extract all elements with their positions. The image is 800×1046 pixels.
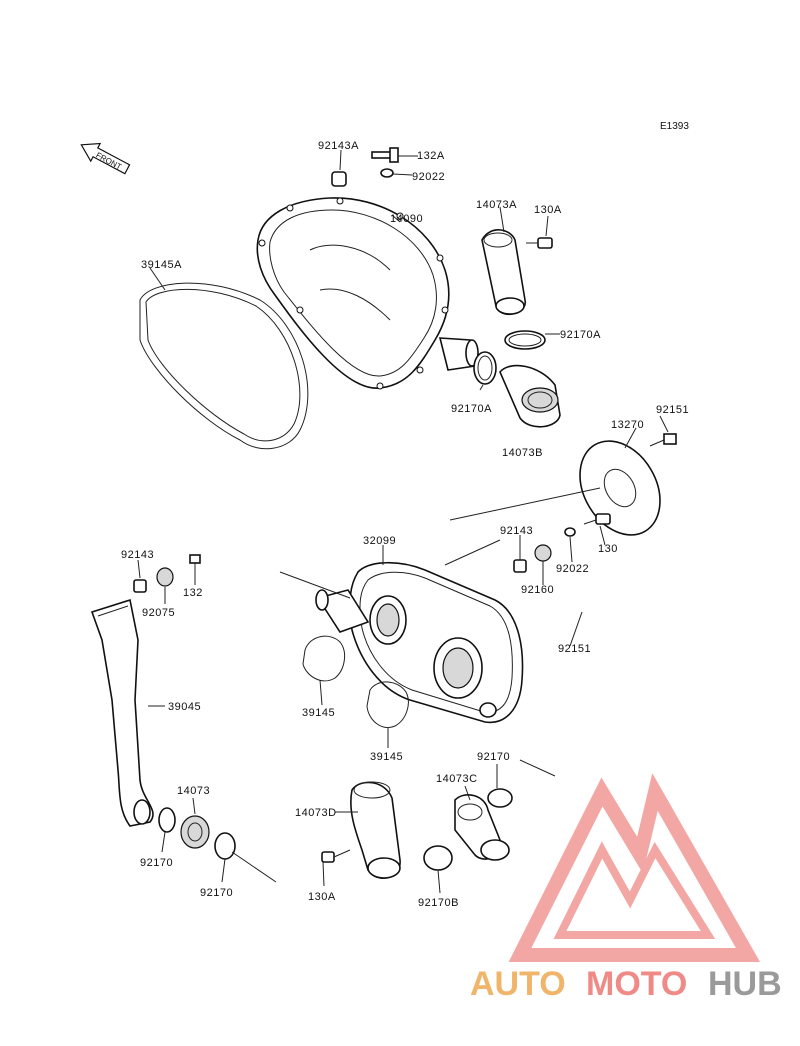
bolt-132: [189, 554, 201, 580]
label-92022-top: 92022: [412, 171, 445, 183]
outer-cover-14090: [256, 197, 479, 390]
collar-92143a: [331, 171, 347, 187]
grommet-92160: [534, 544, 552, 562]
gasket-39145a: [139, 282, 309, 450]
clamp-92170b: [423, 845, 453, 871]
label-92143-mid: 92143: [500, 525, 533, 537]
bolt-132a: [371, 147, 399, 163]
clamp-92170-left-2: [214, 832, 236, 860]
label-130a-bottom: 130A: [308, 891, 336, 903]
front-arrow-icon: FRONT: [80, 142, 131, 175]
label-92151-top: 92151: [656, 404, 689, 416]
label-92143-left: 92143: [121, 549, 154, 561]
clamp-92170-right: [487, 788, 513, 808]
label-14073b: 14073B: [502, 447, 543, 459]
diagram-code: E1393: [660, 121, 689, 132]
bolt-92151-top: [649, 433, 677, 447]
label-14073d: 14073D: [295, 807, 337, 819]
label-132: 132: [183, 587, 203, 599]
clamp-92170a-left: [473, 351, 497, 385]
label-92160: 92160: [521, 584, 554, 596]
part-labels: 92143A 132A 92022 14090 14073A 130A 3914…: [121, 140, 689, 909]
label-92170-right: 92170: [477, 751, 510, 763]
bolt-130: [583, 513, 611, 525]
leader-lines: [137, 149, 669, 894]
seal-39145-a: [302, 635, 346, 682]
watermark-hub: HUB: [708, 965, 782, 1003]
hose-14073: [180, 815, 210, 849]
watermark-text: AUTO MOTO HUB: [470, 965, 782, 1003]
label-92170a-left: 92170A: [451, 403, 492, 415]
label-130: 130: [598, 543, 618, 555]
inner-cover-32099: [315, 561, 524, 724]
label-92170-left-2: 92170: [200, 887, 233, 899]
label-14073: 14073: [177, 785, 210, 797]
duct-14073a: [481, 229, 526, 316]
duct-14073d: [350, 781, 401, 879]
label-92170b: 92170B: [418, 897, 459, 909]
label-39045: 39045: [168, 701, 201, 713]
label-32099: 32099: [363, 535, 396, 547]
label-130a-top: 130A: [534, 204, 562, 216]
label-13270: 13270: [611, 419, 644, 431]
watermark-moto: MOTO: [586, 965, 687, 1003]
label-14073a: 14073A: [476, 199, 517, 211]
collar-92143-left: [133, 579, 147, 593]
label-92022-mid: 92022: [556, 563, 589, 575]
collar-92143-mid: [513, 559, 527, 573]
label-92143a: 92143A: [318, 140, 359, 152]
label-39145-a: 39145: [302, 707, 335, 719]
label-92151-mid: 92151: [558, 643, 591, 655]
label-132a: 132A: [417, 150, 445, 162]
duct-14073b: [499, 364, 561, 428]
label-39145-b: 39145: [370, 751, 403, 763]
label-14073c: 14073C: [436, 773, 478, 785]
label-92075: 92075: [142, 607, 175, 619]
seal-39145-b: [366, 681, 409, 728]
duct-14073c: [454, 794, 510, 861]
clamp-92170a-right: [504, 330, 546, 350]
bolt-130a-top: [526, 237, 553, 249]
plate-13270: [579, 440, 661, 536]
bolt-130a-bottom: [321, 849, 351, 863]
washer-92022-mid: [564, 527, 576, 537]
label-14090: 14090: [390, 213, 423, 225]
label-92170-left-1: 92170: [140, 857, 173, 869]
duct-39045: [90, 598, 154, 827]
watermark-auto: AUTO: [470, 965, 566, 1003]
clamp-92170-left-1: [158, 807, 176, 833]
watermark-logo-icon: [508, 773, 761, 962]
washer-92022-top: [380, 168, 394, 178]
grommet-92075: [156, 567, 174, 587]
label-92170a-right: 92170A: [560, 329, 601, 341]
label-39145a: 39145A: [141, 259, 182, 271]
